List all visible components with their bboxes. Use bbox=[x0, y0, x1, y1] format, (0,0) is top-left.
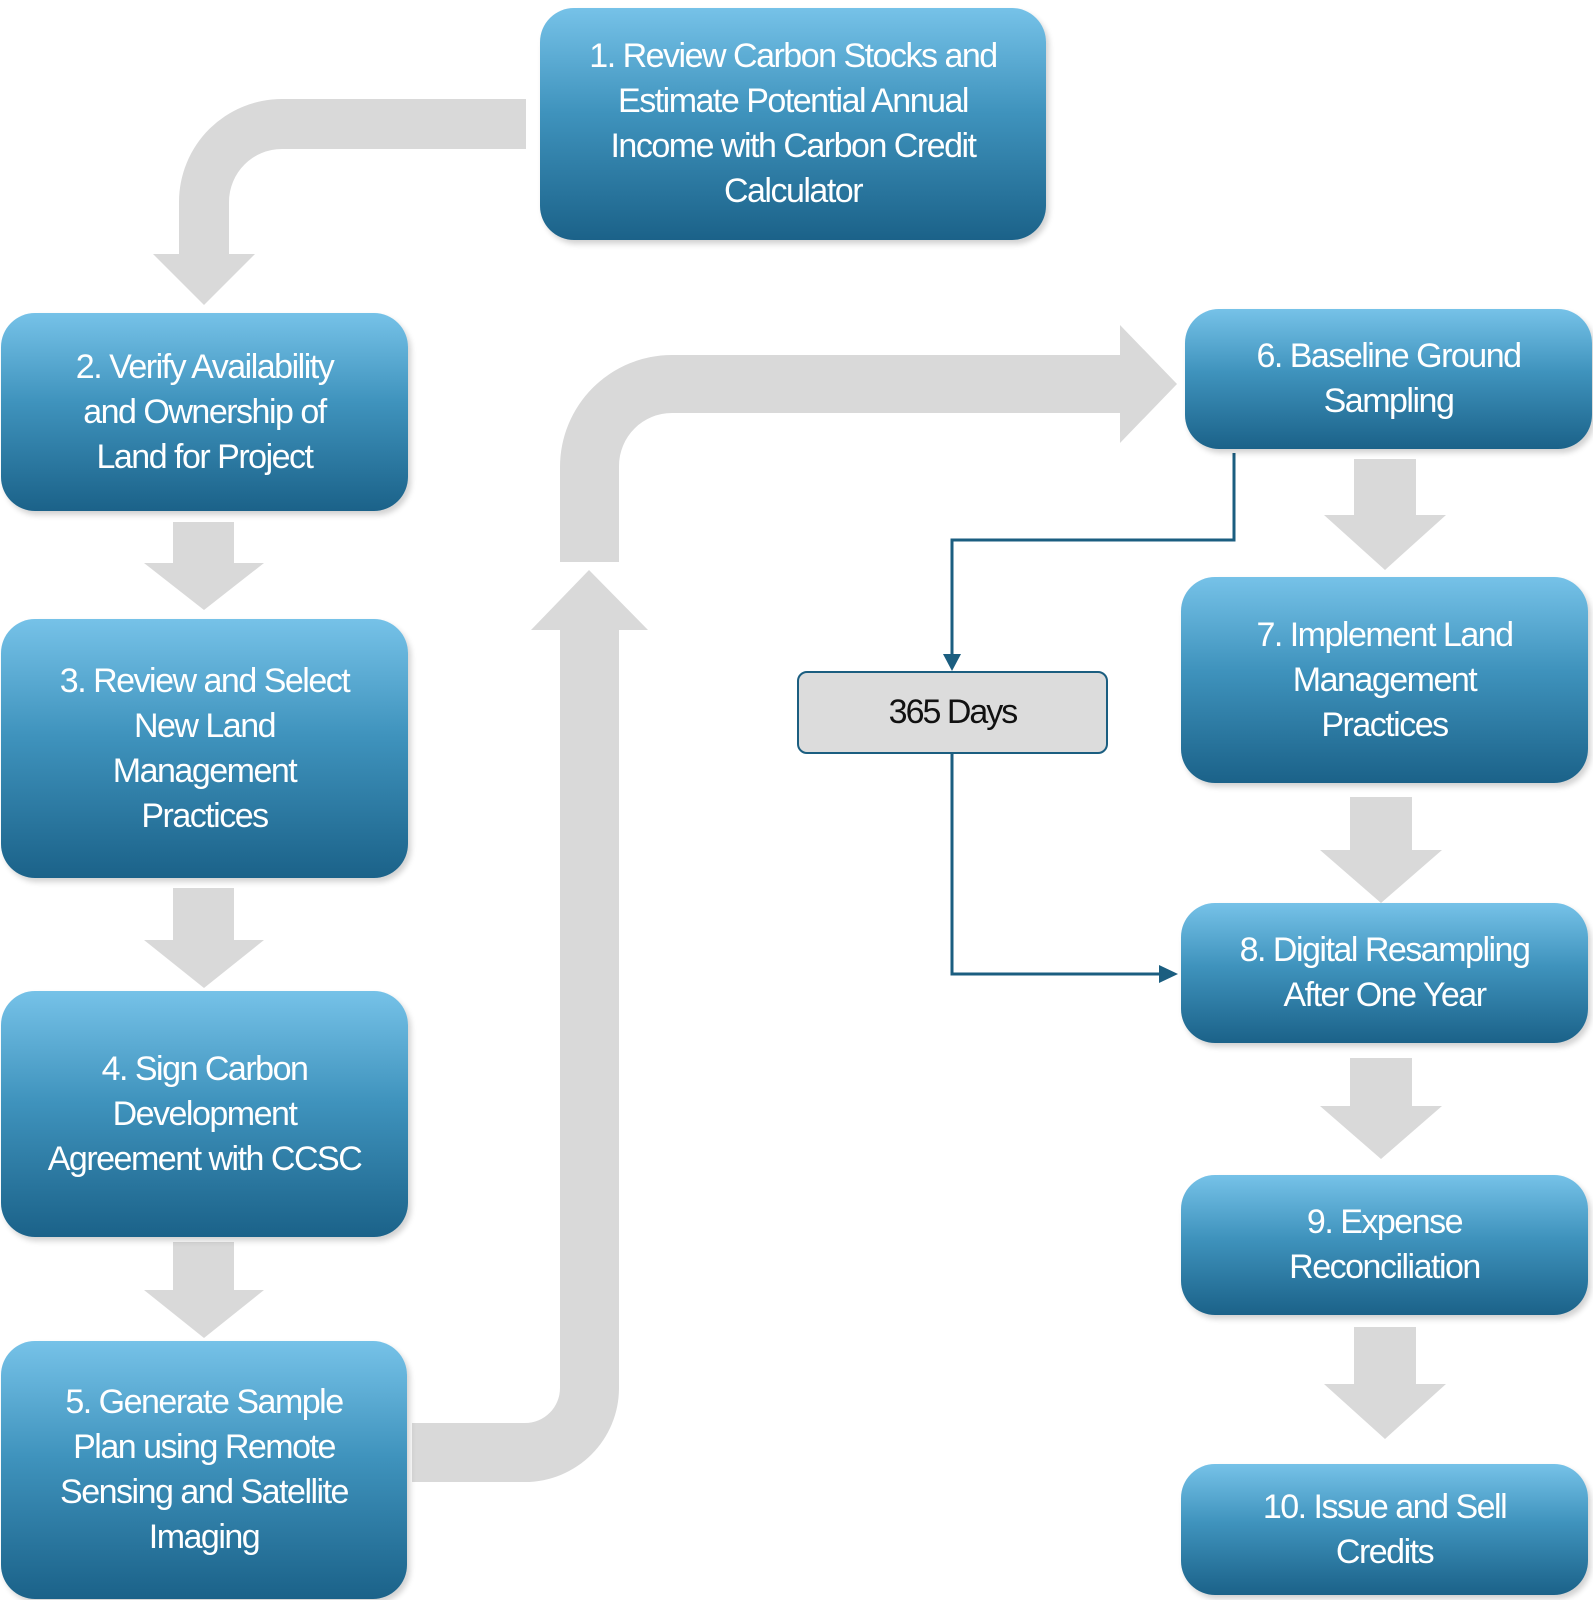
step-8-box: 8. Digital Resampling After One Year bbox=[1181, 903, 1588, 1043]
arrow-to-step6-upper bbox=[560, 325, 1177, 562]
arrow-step7-to-step8 bbox=[1320, 797, 1442, 903]
step-6-box: 6. Baseline Ground Sampling bbox=[1185, 309, 1592, 449]
step-6-label: 6. Baseline Ground Sampling bbox=[1256, 337, 1522, 420]
arrow-step4-to-step5 bbox=[144, 1242, 264, 1338]
step-5-label: 5. Generate Sample Plan using Remote Sen… bbox=[60, 1383, 349, 1556]
arrowhead-to-delay bbox=[943, 654, 961, 671]
line-delay-to-step8 bbox=[950, 754, 1160, 976]
step-9-box: 9. Expense Reconciliation bbox=[1181, 1175, 1588, 1315]
arrow-step1-to-step2 bbox=[153, 99, 526, 305]
arrow-step3-to-step4 bbox=[144, 888, 264, 988]
step-7-box: 7. Implement Land Management Practices bbox=[1181, 577, 1588, 783]
step-3-label: 3. Review and Select New Land Management… bbox=[59, 661, 351, 835]
step-10-box: 10. Issue and Sell Credits bbox=[1181, 1464, 1588, 1595]
arrow-step6-to-step7 bbox=[1324, 459, 1446, 570]
step-10-label: 10. Issue and Sell Credits bbox=[1262, 1487, 1508, 1571]
step-7-label: 7. Implement Land Management Practices bbox=[1256, 615, 1514, 744]
step-4-label: 4. Sign Carbon Development Agreement wit… bbox=[47, 1049, 363, 1178]
arrow-step5-up-lower bbox=[412, 570, 648, 1482]
step-9-label: 9. Expense Reconciliation bbox=[1289, 1203, 1481, 1286]
line-step6-to-delay bbox=[950, 453, 1236, 655]
arrow-step8-to-step9 bbox=[1320, 1058, 1442, 1159]
step-4-box: 4. Sign Carbon Development Agreement wit… bbox=[1, 991, 408, 1237]
step-1-label: 1. Review Carbon Stocks and Estimate Pot… bbox=[589, 37, 998, 210]
arrowhead-to-step8 bbox=[1159, 965, 1178, 983]
step-8-label: 8. Digital Resampling After One Year bbox=[1239, 931, 1531, 1014]
arrow-step2-to-step3 bbox=[144, 522, 264, 610]
step-5-box: 5. Generate Sample Plan using Remote Sen… bbox=[1, 1341, 407, 1599]
step-3-box: 3. Review and Select New Land Management… bbox=[1, 619, 408, 878]
arrow-step9-to-step10 bbox=[1324, 1327, 1446, 1439]
step-1-box: 1. Review Carbon Stocks and Estimate Pot… bbox=[540, 8, 1046, 240]
step-2-box: 2. Verify Availability and Ownership of … bbox=[1, 313, 408, 511]
delay-365-days-box: 365 Days bbox=[797, 671, 1108, 754]
delay-label: 365 Days bbox=[888, 693, 1019, 731]
step-2-label: 2. Verify Availability and Ownership of … bbox=[75, 347, 335, 476]
